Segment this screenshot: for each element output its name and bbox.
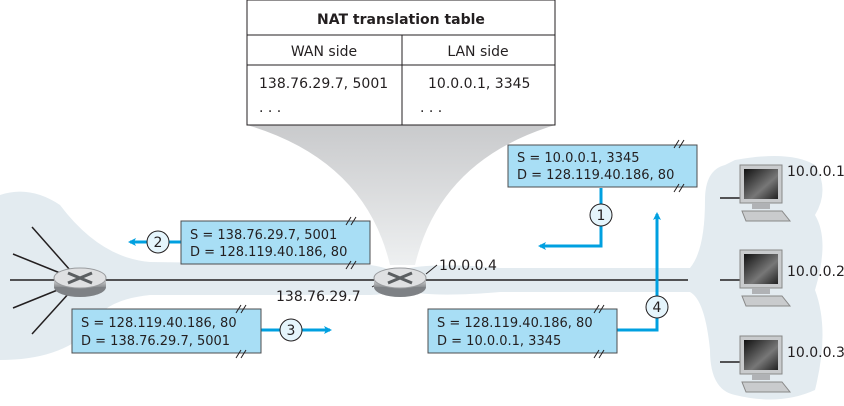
table-title: NAT translation table — [317, 12, 485, 28]
packet-destination: D = 128.119.40.186, 80 — [190, 245, 347, 260]
cell-lan-ellipsis: . . . — [420, 100, 442, 116]
step-4-marker: 4 — [645, 295, 669, 319]
cell-wan-ellipsis: . . . — [259, 100, 281, 116]
router-icon — [53, 267, 107, 297]
nat-router-icon — [373, 267, 427, 297]
packet-source: S = 128.119.40.186, 80 — [81, 316, 237, 331]
host-computer-icon — [739, 249, 792, 307]
host-computer-icon — [739, 335, 792, 393]
packet-source: S = 128.119.40.186, 80 — [437, 316, 593, 331]
header-lan-side: LAN side — [447, 44, 508, 60]
private-network-cloud — [400, 156, 823, 400]
packet-2: S = 138.76.29.7, 5001 D = 128.119.40.186… — [180, 216, 371, 270]
nat-lan-ip-label: 10.0.0.4 — [439, 258, 497, 274]
packet-destination: D = 10.0.0.1, 3345 — [437, 334, 561, 349]
packet-3: S = 128.119.40.186, 80 D = 138.76.29.7, … — [71, 304, 262, 359]
svg-text:2: 2 — [154, 235, 163, 251]
step-1-marker: 1 — [589, 203, 613, 227]
host-ip-label: 10.0.0.3 — [787, 345, 844, 361]
host-ip-label: 10.0.0.2 — [787, 264, 844, 280]
packet-1: S = 10.0.0.1, 3345 D = 128.119.40.186, 8… — [507, 139, 698, 193]
cell-lan: 10.0.0.1, 3345 — [428, 76, 530, 92]
nat-wan-ip-label: 138.76.29.7 — [276, 289, 361, 305]
step-3-marker: 3 — [279, 318, 303, 342]
header-wan-side: WAN side — [291, 44, 357, 60]
host-ip-label: 10.0.0.1 — [787, 164, 844, 180]
packet-source: S = 138.76.29.7, 5001 — [190, 228, 337, 243]
public-internet-cloud — [0, 191, 400, 360]
nat-table-cone — [247, 125, 555, 265]
step-2-marker: 2 — [146, 230, 170, 254]
svg-text:1: 1 — [597, 208, 606, 224]
packet-4: S = 128.119.40.186, 80 D = 10.0.0.1, 334… — [427, 304, 618, 359]
host-computer-icon — [739, 164, 792, 222]
packet-source: S = 10.0.0.1, 3345 — [517, 151, 640, 166]
svg-text:3: 3 — [287, 323, 296, 339]
cell-wan: 138.76.29.7, 5001 — [259, 76, 388, 92]
nat-translation-table: NAT translation table WAN side LAN side … — [246, 0, 556, 126]
svg-text:4: 4 — [653, 300, 662, 316]
packet-destination: D = 128.119.40.186, 80 — [517, 168, 674, 183]
packet-destination: D = 138.76.29.7, 5001 — [81, 334, 230, 349]
